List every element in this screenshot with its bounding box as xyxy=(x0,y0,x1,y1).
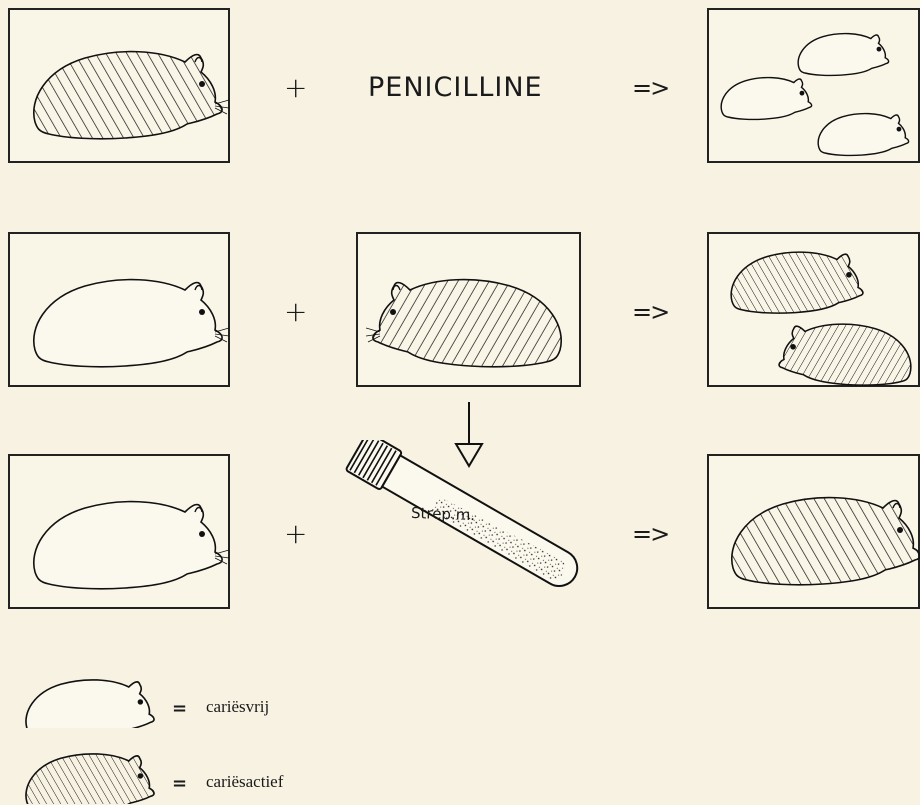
legend-equals-2: = xyxy=(172,773,187,794)
test-tube-icon xyxy=(338,440,598,620)
panel-hamsters-caries-free-result xyxy=(707,8,920,163)
panel-hamster-caries-active xyxy=(8,8,230,163)
panel-hamster-caries-free-2 xyxy=(8,454,230,609)
panel-hamster-caries-free xyxy=(8,232,230,387)
legend-equals-1: = xyxy=(172,698,187,719)
hamster-plain-icon xyxy=(709,10,920,165)
result-arrow-1: => xyxy=(632,74,668,102)
result-arrow-2: => xyxy=(632,298,668,326)
panel-hamster-caries-active-result-2 xyxy=(707,454,920,609)
hamster-hatched-icon xyxy=(709,456,920,611)
legend-label-caries-active: cariësactief xyxy=(206,772,283,792)
hamster-hatched-icon xyxy=(10,10,232,165)
hamster-hatched-icon xyxy=(358,234,583,389)
hamster-hatched-icon xyxy=(709,234,920,389)
plus-sign-3: + xyxy=(284,520,307,548)
result-arrow-3: => xyxy=(632,520,668,548)
hamster-plain-icon xyxy=(10,456,232,611)
panel-hamsters-caries-active-result xyxy=(707,232,920,387)
hamster-plain-icon xyxy=(18,668,158,728)
plus-sign-2: + xyxy=(284,298,307,326)
panel-hamster-caries-active-donor xyxy=(356,232,581,387)
hamster-plain-icon xyxy=(10,234,232,389)
tube-label: Strep.m. xyxy=(411,504,476,524)
plus-sign-1: + xyxy=(284,74,307,102)
penicillin-label: PENICILLINE xyxy=(368,72,543,103)
hamster-hatched-icon xyxy=(18,744,158,804)
legend-label-caries-free: cariësvrij xyxy=(206,697,269,717)
